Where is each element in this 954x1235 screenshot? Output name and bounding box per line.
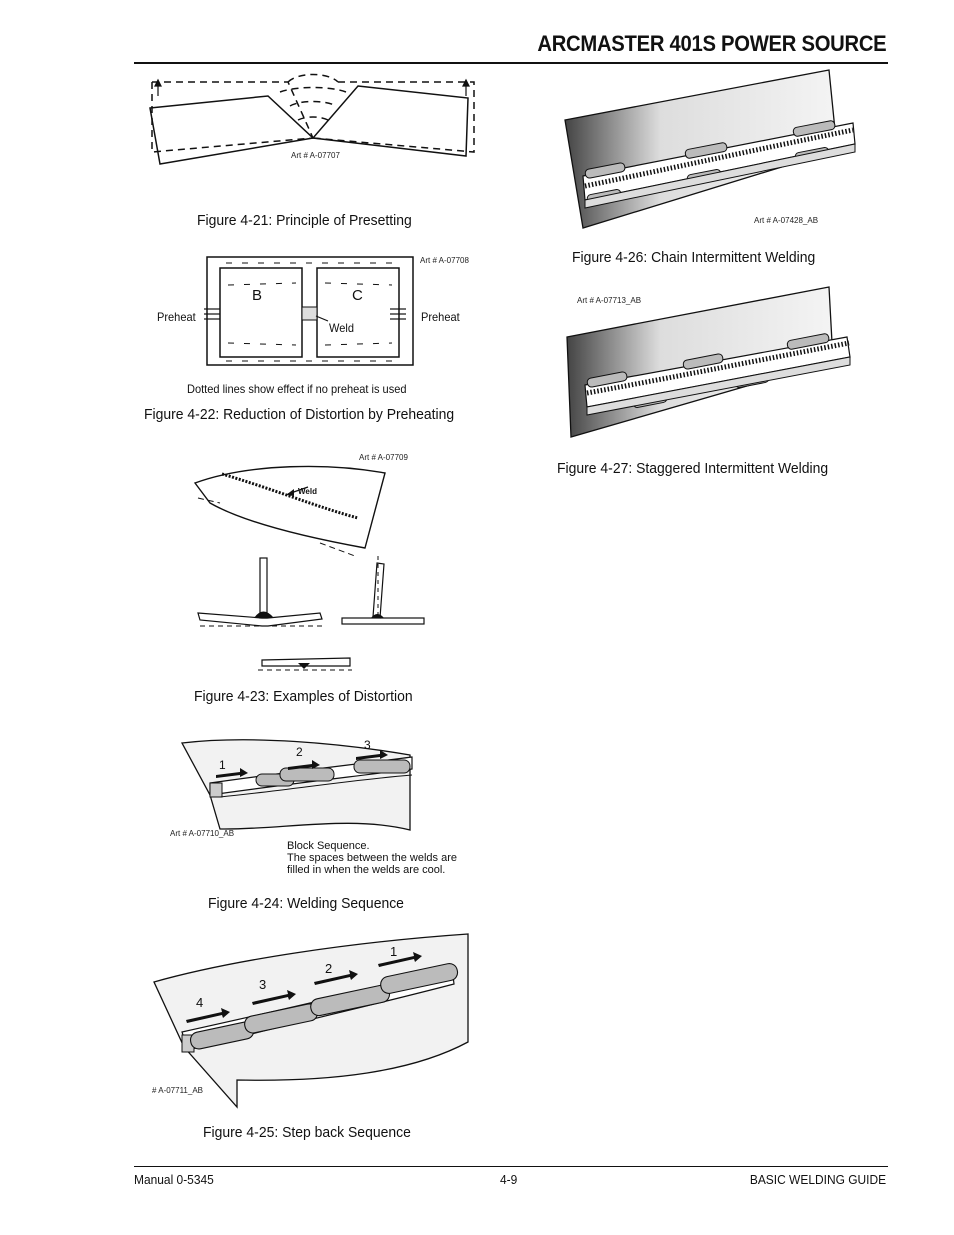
art-number: Art # A-07428_AB [754,216,819,225]
block-sequence-diagram [180,739,413,831]
art-number: Art # A-07710_AB [170,829,235,838]
art-number: Art # A-07707 [291,151,340,160]
art-number: Art # A-07708 [420,256,469,265]
preheat-note: Dotted lines show effect if no preheat i… [187,382,407,396]
step-back-diagram [153,933,469,1109]
footer-page-number: 4-9 [500,1172,518,1187]
page-title: ARCMASTER 401S POWER SOURCE [536,31,886,56]
figure-caption: Figure 4-25: Step back Sequence [203,1124,411,1141]
step-number: 3 [259,977,267,992]
art-number: # A-07711_AB [152,1086,204,1095]
step-number: 3 [364,738,371,752]
label-c: C [352,287,363,304]
art-number: Art # A-07713_AB [577,296,642,305]
distortion-diagram [193,465,425,671]
weld-label: Weld [298,487,317,496]
weld-label: Weld [329,321,354,335]
preheat-diagram [204,256,414,366]
preheat-label-right: Preheat [421,310,460,324]
footer-rule [134,1166,888,1167]
label-b: B [252,287,263,304]
sequence-note: Block Sequence. The spaces between the w… [287,840,457,876]
chain-intermittent-diagram [564,69,856,229]
step-number: 1 [219,758,226,772]
art-number: Art # A-07709 [359,453,408,462]
figure-caption: Figure 4-26: Chain Intermittent Welding [572,249,816,266]
footer-section-title: BASIC WELDING GUIDE [749,1172,886,1187]
step-number: 2 [296,745,303,759]
step-number: 1 [390,944,398,959]
header-rule [134,62,888,64]
step-number: 2 [325,961,333,976]
presetting-diagram [149,73,475,165]
figure-caption: Figure 4-23: Examples of Distortion [194,688,413,705]
staggered-intermittent-diagram [566,286,851,438]
footer-manual-number: Manual 0-5345 [134,1172,214,1187]
figure-caption: Figure 4-21: Principle of Presetting [197,212,412,229]
figure-caption: Figure 4-24: Welding Sequence [208,895,404,912]
step-number: 4 [196,995,204,1010]
figure-caption: Figure 4-27: Staggered Intermittent Weld… [557,460,829,477]
figure-caption: Figure 4-22: Reduction of Distortion by … [144,406,455,423]
preheat-label-left: Preheat [157,310,196,324]
